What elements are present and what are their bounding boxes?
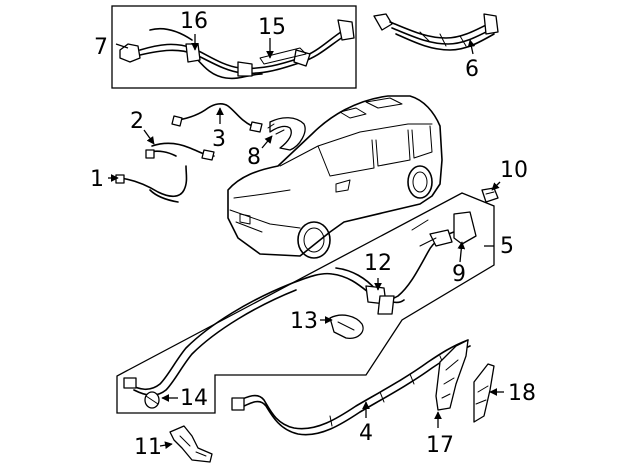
cable-2 bbox=[145, 142, 215, 161]
bracket-17 bbox=[435, 339, 469, 411]
callout-16: 16 bbox=[180, 9, 208, 34]
callout-15: 15 bbox=[258, 15, 286, 40]
harness-4 bbox=[231, 339, 471, 436]
cable-3 bbox=[171, 103, 263, 133]
connector-14 bbox=[144, 391, 160, 409]
harness-upper-7 bbox=[119, 19, 355, 80]
bracket-13 bbox=[329, 314, 364, 339]
bracket-8 bbox=[267, 117, 306, 151]
callout-14: 14 bbox=[180, 386, 208, 411]
callout-12: 12 bbox=[364, 251, 392, 276]
bracket-11 bbox=[169, 425, 213, 463]
callout-4: 4 bbox=[359, 421, 373, 446]
callout-17: 17 bbox=[426, 433, 454, 458]
bracket-18 bbox=[473, 363, 495, 423]
callout-1: 1 bbox=[90, 167, 104, 192]
harness-5 bbox=[123, 211, 477, 397]
cable-1 bbox=[115, 165, 188, 203]
harness-6 bbox=[373, 13, 499, 51]
callout-13: 13 bbox=[290, 309, 318, 334]
group-box-7 bbox=[111, 5, 357, 89]
vehicle bbox=[227, 95, 443, 259]
callout-7: 7 bbox=[94, 35, 108, 60]
clip-10 bbox=[481, 187, 499, 203]
callout-8: 8 bbox=[247, 145, 261, 170]
callout-10: 10 bbox=[500, 158, 528, 183]
callout-9: 9 bbox=[452, 262, 466, 287]
callout-6: 6 bbox=[465, 57, 479, 82]
callout-5: 5 bbox=[500, 234, 514, 259]
callout-2: 2 bbox=[130, 109, 144, 134]
callout-11: 11 bbox=[134, 435, 162, 460]
callout-18: 18 bbox=[508, 381, 536, 406]
callout-3: 3 bbox=[212, 127, 226, 152]
leader-lines bbox=[108, 34, 504, 450]
callout-labels: 1 2 3 4 5 6 7 8 9 10 11 12 13 14 15 16 1… bbox=[90, 9, 536, 460]
